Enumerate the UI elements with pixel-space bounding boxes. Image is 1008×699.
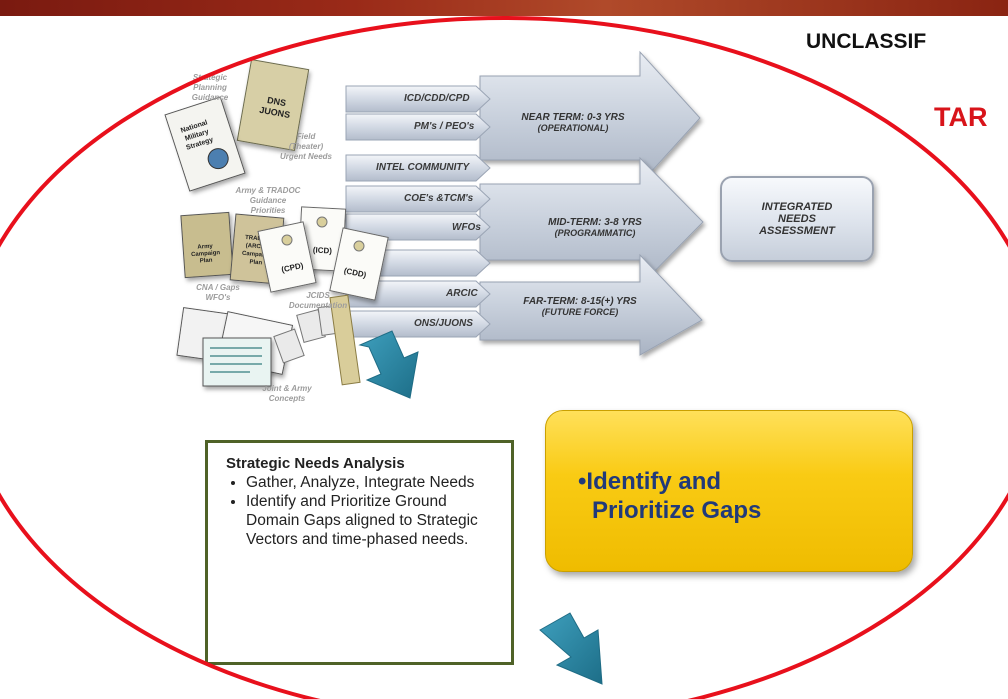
input-label-coe-tcm: COE's &TCM's <box>404 193 474 204</box>
cna-gaps-slides <box>176 307 294 387</box>
national-military-strategy-document: National Military Strategy <box>164 96 246 192</box>
input-label-intel-community: INTEL COMMUNITY <box>376 162 470 173</box>
mid-term-label: MID-TERM: 3-8 YRS (PROGRAMMATIC) <box>548 217 642 238</box>
source-army-tradoc-guidance: Army & TRADOC Guidance Priorities <box>235 186 301 215</box>
strategic-needs-title: Strategic Needs Analysis <box>226 455 405 472</box>
top-banner-strip <box>0 0 1008 16</box>
gaps-line-1: •Identify and <box>578 468 722 495</box>
identify-prioritize-gaps-box: •Identify and Prioritize Gaps <box>545 410 913 572</box>
svg-text:Plan: Plan <box>200 258 213 265</box>
input-label-ons-juons: ONS/JUONS <box>414 318 473 329</box>
svg-text:Plan: Plan <box>249 259 262 266</box>
source-joint-army-concepts: Joint & Army Concepts <box>262 384 312 403</box>
army-campaign-plan-document: Army Campaign Plan <box>180 211 234 279</box>
source-strategic-planning-guidance: Strategic Planning Guidance <box>191 73 229 102</box>
svg-text:Army: Army <box>197 244 213 251</box>
far-term-label: FAR-TERM: 8-15(+) YRS (FUTURE FORCE) <box>523 296 637 317</box>
strategic-needs-analysis-box: Strategic Needs Analysis Gather, Analyze… <box>205 440 514 665</box>
source-field-urgent-needs: Field (Theater) Urgent Needs <box>279 132 332 161</box>
teal-arrow-lower <box>539 612 603 685</box>
input-label-arcic: ARCIC <box>446 288 478 299</box>
source-jcids-documentation: JCIDS Documentation <box>288 291 348 310</box>
strategic-needs-bullet: Identify and Prioritize Ground Domain Ga… <box>246 492 497 549</box>
strategic-needs-list: Gather, Analyze, Integrate Needs Identif… <box>226 473 497 549</box>
source-cna-gaps-wfos: CNA / Gaps WFO's <box>196 283 240 302</box>
input-label-wfos: WFOs <box>452 222 481 233</box>
input-label-icd-cdd-cpd: ICD/CDD/CPD <box>404 93 470 104</box>
integrated-needs-assessment-box: INTEGRATED NEEDS ASSESSMENT <box>720 176 874 262</box>
svg-text:(ICD): (ICD) <box>313 246 333 256</box>
gaps-line-2: Prioritize Gaps <box>592 497 762 524</box>
teal-arrow-upper <box>358 330 419 399</box>
near-term-label: NEAR TERM: 0-3 YRS (OPERATIONAL) <box>521 112 625 133</box>
strategic-needs-bullet: Gather, Analyze, Integrate Needs <box>246 473 497 492</box>
input-label-pm-peo: PM's / PEO's <box>414 121 475 132</box>
